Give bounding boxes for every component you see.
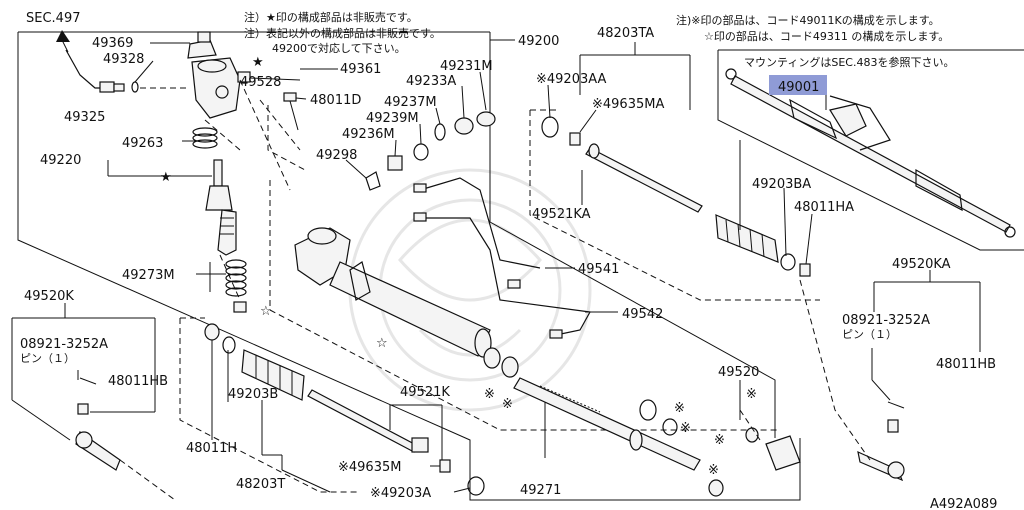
kome-mark-1: ※: [484, 387, 495, 402]
label-49520KA: 49520KA: [892, 257, 951, 272]
tie-rod-end-right: [857, 401, 905, 482]
rings-49273M: [225, 259, 247, 313]
inner-tie-rod-49521K: [307, 389, 485, 496]
clamp-ring-ba: [780, 253, 796, 271]
note-left-3: 49200で対応して下さい。: [272, 41, 406, 55]
lock-49635MA: [569, 132, 581, 146]
o-ring-49328: [131, 81, 139, 93]
label-08921-right: 08921-3252A: [842, 313, 930, 328]
label-49239M: 49239M: [366, 111, 419, 126]
label-48011H: 48011H: [186, 441, 237, 456]
rack-49271: [513, 377, 701, 471]
valve-housing-49361: [191, 57, 251, 119]
label-49369: 49369: [92, 36, 133, 51]
label-pin-right: ピン（１）: [842, 328, 897, 341]
frame-lines: [17, 31, 1024, 501]
label-pin-left: ピン（１）: [20, 352, 75, 365]
nut-48011HA: [799, 263, 811, 277]
notes: 注）★印の構成部品は非販売です。 注）表記以外の構成部品は非販売です。 4920…: [244, 10, 954, 69]
seal-parts-right: [639, 399, 801, 497]
cap-49369: [187, 31, 217, 59]
symbol-marks: ★ ★ ☆ ☆ ※ ※ ※ ※ ※ ※ ※: [160, 55, 757, 478]
label-49328: 49328: [103, 52, 144, 67]
kome-mark-6: ※: [746, 387, 757, 402]
label-49200: 49200: [518, 34, 559, 49]
rings-49263: [192, 127, 218, 149]
kome-mark-5: ※: [714, 433, 725, 448]
label-49231M: 49231M: [440, 59, 493, 74]
label-49203B: 49203B: [228, 387, 278, 402]
label-49542: 49542: [622, 307, 663, 322]
label-49541: 49541: [578, 262, 619, 277]
label-48203TA: 48203TA: [597, 26, 654, 41]
part-labels: SEC.497 49369 49328 49325 49528 49361 48…: [20, 11, 997, 510]
seal-ring-a: [483, 347, 501, 369]
label-49361: 49361: [340, 62, 381, 77]
label-49520: 49520: [718, 365, 759, 380]
star-mark-2: ★: [160, 170, 172, 185]
label-49203BA: 49203BA: [752, 177, 811, 192]
label-48011HA: 48011HA: [794, 200, 854, 215]
label-sec497: SEC.497: [26, 11, 81, 26]
part-49001-highlight: [769, 75, 827, 95]
gear-housing: [294, 227, 492, 358]
note-right-2: ☆印の部品は、コード49311 の構成を示します。: [704, 29, 949, 43]
return-pipe-49325: [56, 30, 125, 93]
tie-rod-end-left: [75, 377, 121, 471]
label-49203A: ※49203A: [370, 486, 431, 501]
label-49271: 49271: [520, 483, 561, 498]
kome-mark-3: ※: [674, 401, 685, 416]
note-left-1: 注）★印の構成部品は非販売です。: [244, 10, 418, 24]
clamp-49203AA: [541, 116, 559, 138]
label-49325: 49325: [64, 110, 105, 125]
label-49203AA: ※49203AA: [536, 72, 607, 87]
label-49273M: 49273M: [122, 268, 175, 283]
label-48011D: 48011D: [310, 93, 361, 108]
inner-tie-rod-49521KA: [585, 143, 703, 213]
label-49233A: 49233A: [406, 74, 456, 89]
label-49236M: 49236M: [342, 127, 395, 142]
label-49528: 49528: [240, 75, 281, 90]
label-48011HB-left: 48011HB: [108, 374, 168, 389]
open-star-mark-2: ☆: [376, 336, 388, 351]
open-star-mark-1: ☆: [260, 304, 272, 319]
kome-mark-4: ※: [680, 421, 691, 436]
label-08921-left: 08921-3252A: [20, 337, 108, 352]
boot-49203BA: [715, 214, 779, 263]
label-49521K: 49521K: [400, 385, 450, 400]
kome-mark-7: ※: [708, 463, 719, 478]
bolt-48011D: [283, 92, 299, 131]
leader-lines: [11, 42, 981, 493]
label-49635MA: ※49635MA: [592, 97, 664, 112]
dashed-connections: [119, 79, 871, 501]
label-49263: 49263: [122, 136, 163, 151]
pinion-shaft-49220: [205, 159, 237, 256]
steering-gear-assembly-49001: [725, 68, 1016, 238]
label-49001: 49001: [778, 80, 819, 95]
label-49635M: ※49635M: [338, 460, 401, 475]
label-49237M: 49237M: [384, 95, 437, 110]
note-left-2: 注）表記以外の構成部品は非販売です。: [244, 26, 441, 40]
label-49220: 49220: [40, 153, 81, 168]
label-diagram-code: A492A089: [930, 497, 997, 510]
note-right-1: 注)※印の部品は、コード49011Kの構成を示します。: [676, 13, 940, 27]
label-48011HB-right: 48011HB: [936, 357, 996, 372]
label-49298: 49298: [316, 148, 357, 163]
label-48203T: 48203T: [236, 477, 285, 492]
seal-ring-b: [501, 356, 519, 378]
label-49521KA: 49521KA: [532, 207, 591, 222]
note-right-3: マウンティングはSEC.483を参照下さい。: [744, 55, 954, 69]
kome-mark-2: ※: [502, 397, 513, 412]
pipes-49541-49542: [413, 177, 591, 339]
star-mark-1: ★: [252, 55, 264, 70]
label-49520K: 49520K: [24, 289, 74, 304]
